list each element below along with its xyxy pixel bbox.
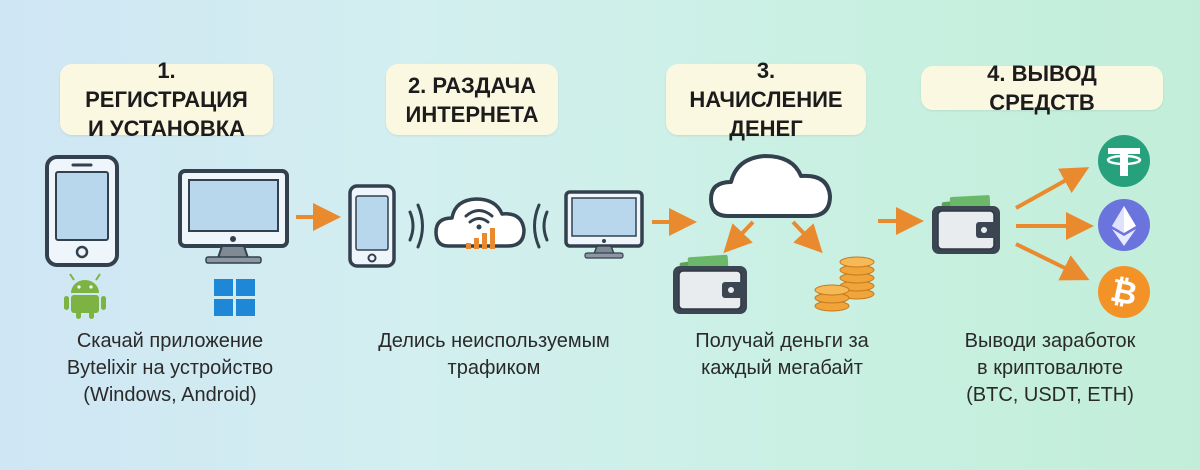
step-4-title: 4. ВЫВОД СРЕДСТВ (921, 61, 1163, 115)
step-1-desc-line-1: Скачай приложение (76, 330, 264, 352)
step-1-desc-line-3: (Windows, Android) (83, 384, 257, 406)
step-4-description: Выводи заработок в криптовалюте (BTC, US… (940, 328, 1160, 409)
wallet-icon (673, 254, 747, 314)
step-3-title-line-2: ДЕНЕГ (729, 116, 803, 141)
step-3-desc-line-1: Получай деньги за (695, 330, 869, 352)
monitor-icon (178, 169, 289, 264)
step-2-desc-line-1: Делись неиспользуемым (378, 330, 610, 352)
signal-waves-icon (408, 203, 549, 249)
phone-icon (45, 155, 119, 267)
step-4-desc-line-3: (BTC, USDT, ETH) (966, 384, 1134, 406)
step-2-title: 2. РАЗДАЧА ИНТЕРНЕТА (386, 64, 558, 135)
arrow-cloud-to-wallet (723, 220, 755, 254)
step-4-desc-line-2: в криптовалюте (977, 357, 1123, 379)
coins-icon (814, 256, 875, 312)
step-1-title-line-1: 1. РЕГИСТРАЦИЯ (85, 58, 248, 112)
wifi-cloud-icon (434, 197, 526, 249)
bitcoin-icon: ₿ (1098, 266, 1150, 318)
step-3-title-line-1: 3. НАЧИСЛЕНИЕ (689, 58, 843, 112)
monitor-icon (564, 190, 644, 259)
arrow-wallet-to-tether (1015, 167, 1090, 210)
ethereum-icon (1098, 199, 1150, 251)
arrow-cloud-to-coins (791, 220, 823, 254)
step-2-description: Делись неиспользуемым трафиком (358, 328, 630, 382)
wallet-icon (932, 195, 1000, 254)
step-3-desc-line-2: каждый мегабайт (701, 357, 863, 379)
step-1-title: 1. РЕГИСТРАЦИЯ И УСТАНОВКА (60, 58, 273, 141)
step-2-desc-line-2: трафиком (447, 357, 541, 379)
phone-icon (348, 184, 396, 268)
step-2-title-line-1: 2. РАЗДАЧА (407, 72, 537, 98)
windows-icon (214, 279, 255, 316)
step-4-desc-line-1: Выводи заработок (964, 330, 1136, 352)
step-3-title: 3. НАЧИСЛЕНИЕ ДЕНЕГ (666, 58, 866, 141)
step-1-desc-line-2: Bytelixir на устройство (66, 357, 274, 379)
step-4-title-line-1: 4. ВЫВОД СРЕДСТВ (987, 61, 1097, 115)
cloud-icon (709, 154, 832, 218)
android-icon (64, 273, 106, 319)
step-1-description: Скачай приложение Bytelixir на устройств… (52, 328, 288, 409)
step-1-title-line-2: И УСТАНОВКА (87, 116, 246, 141)
tether-icon (1098, 135, 1150, 187)
step-3-description: Получай деньги за каждый мегабайт (672, 328, 892, 382)
step-2-title-line-2: ИНТЕРНЕТА (405, 101, 539, 127)
arrow-wallet-to-bitcoin (1015, 242, 1090, 281)
